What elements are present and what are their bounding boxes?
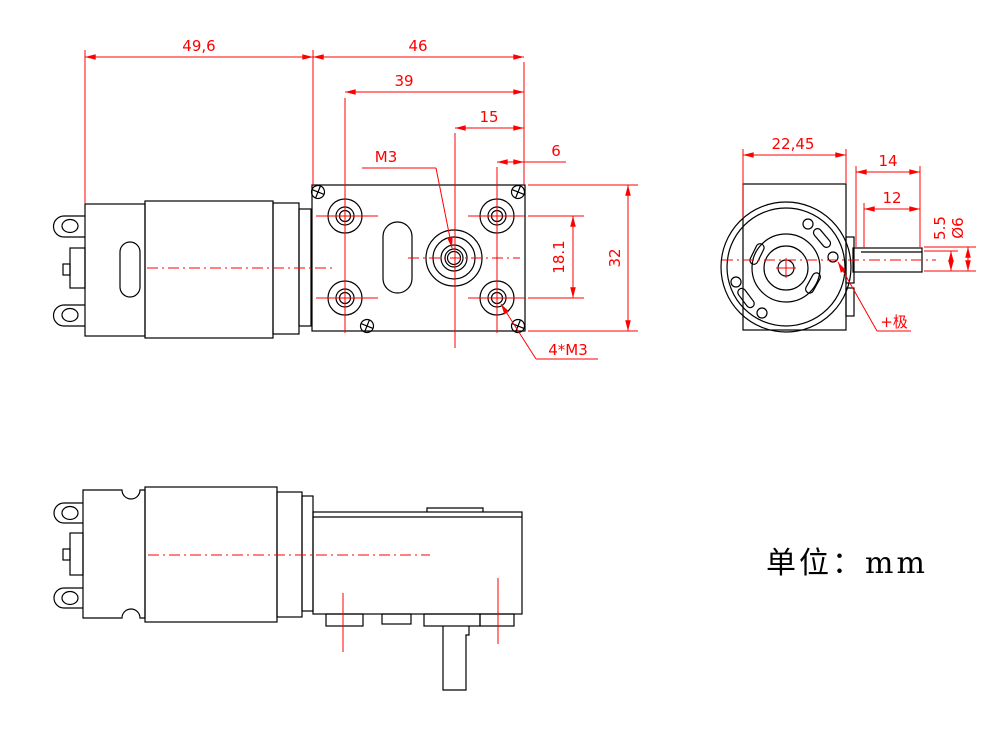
cap-vent-slot <box>119 241 141 298</box>
shaft-nub <box>62 548 71 561</box>
dim-gearbox-length: 46 <box>408 37 427 55</box>
dim-hole-span-horizontal: 39 <box>394 72 413 90</box>
bottom-view-centerlines <box>148 554 499 652</box>
motor-body <box>144 200 274 339</box>
dim-shaft-to-edge: 15 <box>479 108 498 126</box>
label-positive-terminal: +极 <box>880 313 908 331</box>
front-view-dimensions: 22,45 14 12 5.5 Ø6 +极 <box>722 135 976 332</box>
dim-face-width: 22,45 <box>772 135 815 153</box>
terminal-hole <box>61 307 79 323</box>
case-screw <box>310 184 326 200</box>
mounting-foot <box>479 613 515 627</box>
gearbox-top-tab <box>426 507 484 512</box>
gearbox-face <box>311 184 526 332</box>
terminal-tab <box>52 304 85 327</box>
terminal-hole <box>61 505 79 521</box>
vent-slot <box>749 243 765 265</box>
case-screw <box>510 318 526 334</box>
case-screw <box>359 318 375 334</box>
mounting-foot <box>381 613 412 625</box>
motor-hub <box>763 245 809 291</box>
side-view-dimensions: 49,6 46 39 15 6 M3 18.1 32 4*M3 <box>84 37 638 360</box>
case-step <box>845 287 855 317</box>
terminal-hole <box>61 590 79 606</box>
vent-slot <box>812 228 832 248</box>
mounting-foot <box>423 613 481 627</box>
gearbox-body <box>312 511 523 615</box>
dim-motor-length: 49,6 <box>182 37 215 55</box>
vent-slot <box>737 287 755 309</box>
front-view-outline <box>720 183 923 333</box>
gearbox-slot <box>382 221 413 294</box>
bearing-boss <box>69 532 84 576</box>
dim-shaft-flat-length: 12 <box>882 189 901 207</box>
dim-shaft-flat-height: 5.5 <box>931 216 949 240</box>
dim-holes-to-edge: 6 <box>551 142 561 160</box>
face-hole <box>730 276 742 288</box>
face-hole <box>756 307 768 319</box>
motor-end-cap <box>84 203 146 337</box>
side-view-outline <box>52 184 526 339</box>
case-screw <box>510 184 526 200</box>
bearing-boss <box>69 247 86 289</box>
terminal-tab <box>52 215 85 238</box>
label-mounting-holes: 4*M3 <box>548 341 588 359</box>
label-output-thread: M3 <box>375 148 398 166</box>
motor-end-cap <box>82 489 146 619</box>
shaft-nub <box>62 263 71 276</box>
positive-terminal-hole <box>827 251 839 263</box>
terminal-hole <box>61 218 79 234</box>
bottom-view-outline <box>53 486 523 691</box>
motor-neck <box>301 495 314 612</box>
face-hole <box>802 218 814 230</box>
motor-face-plate <box>751 233 821 303</box>
output-shaft <box>442 626 470 691</box>
unit-note: 单位：mm <box>766 546 928 581</box>
dim-shaft-diameter: Ø6 <box>949 217 967 238</box>
dim-shaft-length: 14 <box>878 152 897 170</box>
dim-gearbox-height: 32 <box>606 248 624 267</box>
terminal-tab <box>53 502 83 524</box>
terminal-tab <box>53 587 83 609</box>
dim-hole-span-vertical: 18.1 <box>550 240 568 273</box>
mounting-foot <box>325 613 364 627</box>
motor-face-outer <box>720 201 852 333</box>
gearbox-side <box>742 183 847 331</box>
vent-slot <box>805 272 821 294</box>
